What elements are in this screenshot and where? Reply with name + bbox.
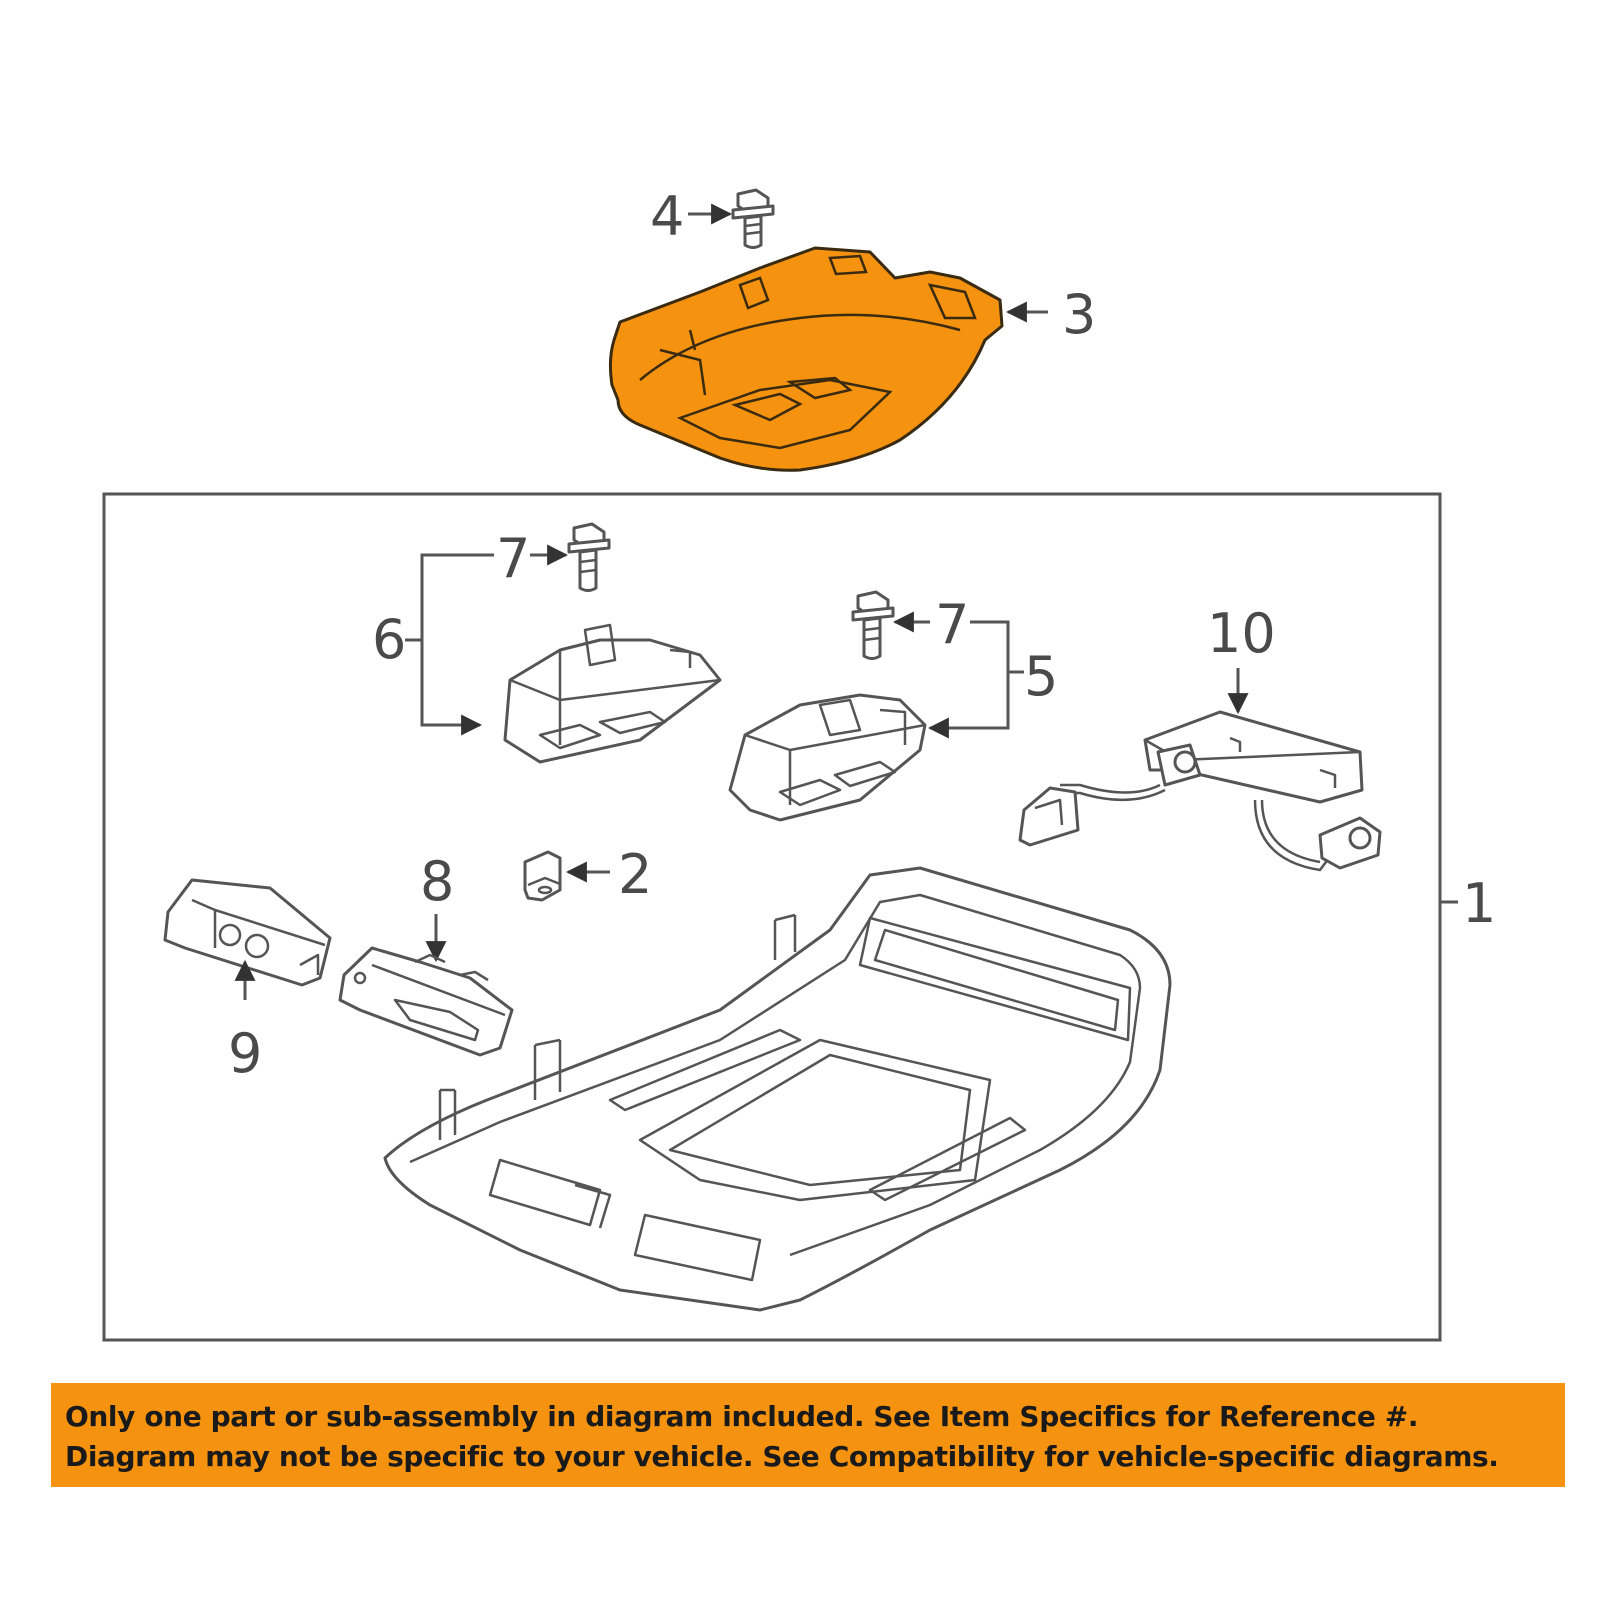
callout-1: 1 bbox=[1462, 872, 1496, 935]
lamp-part-8 bbox=[338, 946, 514, 1057]
callout-8: 8 bbox=[420, 850, 454, 913]
callout-9: 9 bbox=[228, 1022, 262, 1085]
callout-6: 6 bbox=[372, 608, 406, 671]
callout-7b: 7 bbox=[935, 593, 969, 656]
sensor-harness-part-10 bbox=[1018, 710, 1382, 872]
callout-3: 3 bbox=[1062, 283, 1096, 346]
leader-bracket-5 bbox=[927, 620, 1010, 739]
lamp-part-5 bbox=[728, 693, 927, 822]
leader-bracket-6 bbox=[420, 553, 494, 736]
callout-2: 2 bbox=[618, 843, 652, 906]
console-panel-part-1 bbox=[383, 866, 1172, 1312]
bolt-part-7a bbox=[567, 522, 611, 592]
bolt-part-4 bbox=[731, 188, 775, 249]
callout-5: 5 bbox=[1024, 645, 1058, 708]
bolt-part-7b bbox=[851, 590, 895, 660]
console-housing-part-3 bbox=[608, 246, 1004, 472]
disclaimer-line-1: Only one part or sub-assembly in diagram… bbox=[65, 1400, 1419, 1433]
callout-10: 10 bbox=[1207, 602, 1276, 665]
assembly-frame bbox=[102, 492, 1442, 1342]
callout-7a: 7 bbox=[496, 527, 530, 590]
lamp-part-6 bbox=[503, 623, 722, 764]
clip-part-2 bbox=[523, 850, 562, 902]
callout-4: 4 bbox=[650, 185, 684, 248]
disclaimer-banner: Only one part or sub-assembly in diagram… bbox=[51, 1383, 1565, 1487]
disclaimer-line-2: Diagram may not be specific to your vehi… bbox=[65, 1440, 1499, 1473]
switch-part-9 bbox=[163, 878, 332, 987]
